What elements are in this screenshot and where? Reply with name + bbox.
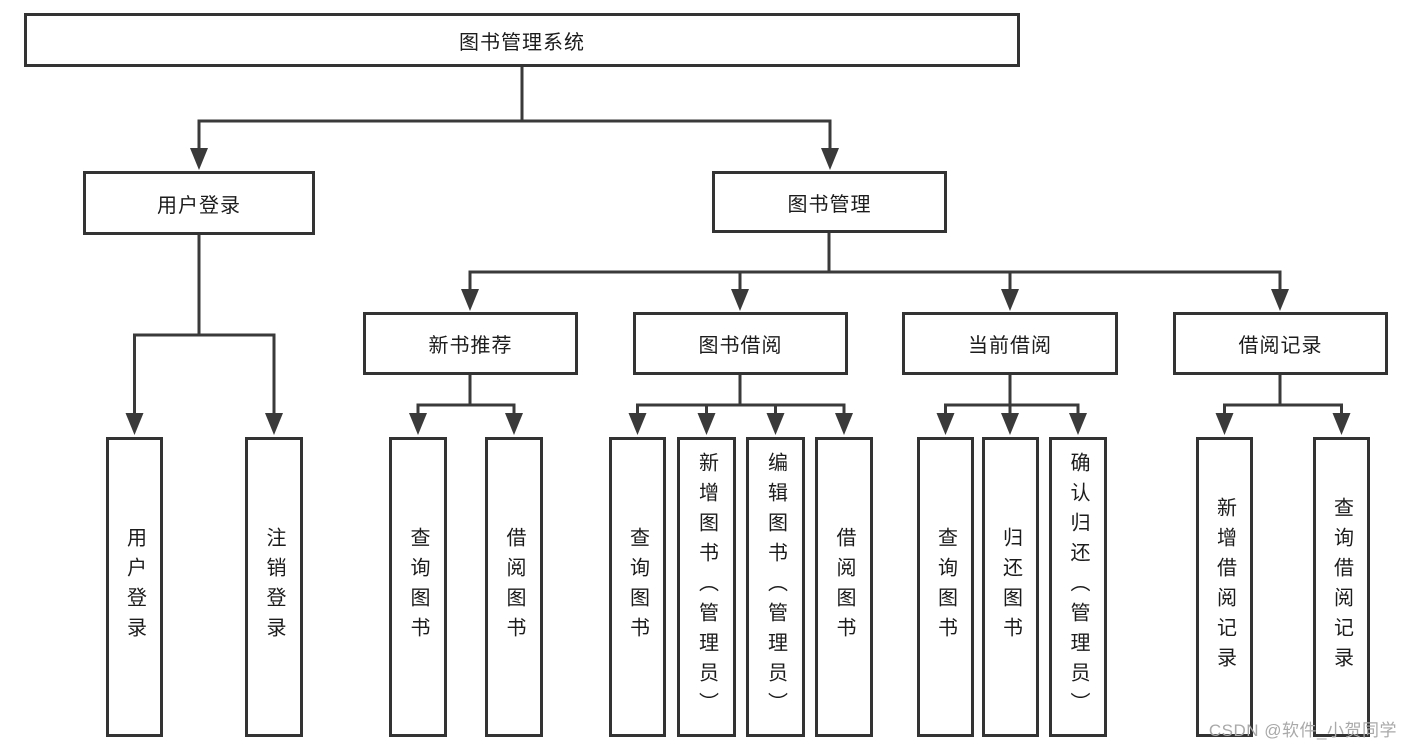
arrowhead-leaf-query-books-3 — [936, 413, 955, 435]
leaf-add-book-admin-label: 新增图书（管理员） — [695, 452, 718, 722]
arrowhead-leaf-add-borrow-record — [1215, 413, 1234, 435]
leaf-return-books: 归还图书 — [982, 437, 1039, 737]
node-new-book-recommend: 新书推荐 — [363, 312, 578, 375]
arrowhead-leaf-return-books — [1001, 413, 1019, 435]
connector-user-login-children — [133, 233, 276, 418]
node-new-book-recommend-label: 新书推荐 — [428, 335, 513, 357]
arrowhead-leaf-edit-book — [766, 413, 785, 435]
node-borrowing-records: 借阅记录 — [1173, 312, 1388, 375]
arrowhead-leaf-user-login — [125, 413, 144, 435]
leaf-query-books-1: 查询图书 — [389, 437, 447, 737]
connector-root-to-level2 — [197, 65, 832, 153]
arrowhead-user-login — [190, 148, 208, 170]
leaf-user-login-label: 用户登录 — [123, 527, 146, 647]
node-borrowing-records-label: 借阅记录 — [1238, 335, 1323, 357]
node-current-borrowing: 当前借阅 — [902, 312, 1118, 375]
leaf-query-books-2: 查询图书 — [609, 437, 666, 737]
watermark: CSDN @软件_小贺同学 — [1208, 721, 1397, 740]
leaf-edit-book-admin: 编辑图书（管理员） — [746, 437, 805, 737]
leaf-return-books-label: 归还图书 — [999, 527, 1022, 647]
leaf-logout-label: 注销登录 — [263, 527, 285, 647]
node-user-login-label: 用户登录 — [157, 194, 241, 217]
leaf-borrow-books-2-label: 借阅图书 — [833, 527, 855, 647]
leaf-logout: 注销登录 — [245, 437, 303, 737]
leaf-query-books-2-label: 查询图书 — [626, 527, 649, 647]
node-book-management-label: 图书管理 — [787, 193, 872, 216]
arrowhead-leaf-add-book — [697, 413, 716, 435]
arrowhead-leaf-query-books-1 — [409, 413, 427, 435]
connector-book-borrowing-children — [636, 373, 846, 418]
node-current-borrowing-label: 当前借阅 — [968, 335, 1052, 357]
leaf-borrow-books-1: 借阅图书 — [485, 437, 543, 737]
arrowhead-book-management — [821, 148, 839, 170]
arrowhead-current-borrowing — [1001, 289, 1019, 311]
arrowhead-leaf-borrow-books-1 — [505, 413, 523, 435]
leaf-user-login: 用户登录 — [106, 437, 163, 737]
arrowhead-book-borrowing — [731, 289, 749, 311]
arrowhead-leaf-query-borrow-record — [1332, 413, 1351, 435]
node-book-borrowing: 图书借阅 — [633, 312, 848, 375]
leaf-borrow-books-1-label: 借阅图书 — [503, 527, 525, 647]
leaf-add-borrow-record: 新增借阅记录 — [1196, 437, 1253, 737]
arrowhead-leaf-confirm-return — [1069, 413, 1087, 435]
node-root: 图书管理系统 — [24, 13, 1020, 67]
leaf-query-books-1-label: 查询图书 — [407, 527, 429, 647]
arrowhead-new-book-recommend — [461, 289, 479, 311]
leaf-add-borrow-record-label: 新增借阅记录 — [1213, 497, 1236, 677]
connector-borrowing-records-children — [1223, 373, 1343, 418]
leaf-confirm-return-admin-label: 确认归还（管理员） — [1067, 452, 1089, 722]
leaf-add-book-admin: 新增图书（管理员） — [677, 437, 736, 737]
node-book-borrowing-label: 图书借阅 — [698, 335, 783, 357]
arrowhead-leaf-query-books-2 — [628, 413, 647, 435]
leaf-query-books-3-label: 查询图书 — [934, 527, 957, 647]
node-root-label: 图书管理系统 — [459, 31, 585, 54]
arrowhead-leaf-logout — [265, 413, 283, 435]
arrowhead-leaf-borrow-books-2 — [835, 413, 853, 435]
leaf-confirm-return-admin: 确认归还（管理员） — [1049, 437, 1107, 737]
leaf-query-borrow-record: 查询借阅记录 — [1313, 437, 1370, 737]
connector-book-management-children — [468, 231, 1282, 294]
arrowhead-borrowing-records — [1271, 289, 1289, 311]
leaf-query-books-3: 查询图书 — [917, 437, 974, 737]
connector-new-book-recommend-children — [416, 373, 516, 418]
leaf-borrow-books-2: 借阅图书 — [815, 437, 873, 737]
node-user-login: 用户登录 — [83, 171, 315, 235]
leaf-edit-book-admin-label: 编辑图书（管理员） — [764, 452, 787, 722]
connector-current-borrowing-children — [944, 373, 1080, 418]
leaf-query-borrow-record-label: 查询借阅记录 — [1330, 497, 1353, 677]
node-book-management: 图书管理 — [712, 171, 947, 233]
